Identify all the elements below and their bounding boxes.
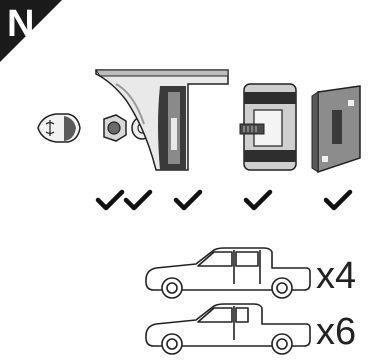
pickup-truck-icon <box>142 300 312 358</box>
checkmark-icon <box>176 192 200 208</box>
plug-cap-icon <box>38 114 80 142</box>
clamp-block-icon <box>240 84 296 170</box>
checkmark-icon <box>326 192 350 208</box>
checkmark-icon <box>126 192 150 208</box>
multiplier-truck-b: x6 <box>316 312 356 352</box>
checkmark-icon <box>98 192 122 208</box>
nut-icon <box>104 115 126 141</box>
parts-illustration <box>0 0 368 220</box>
multiplier-truck-a: x4 <box>316 256 356 296</box>
box-plate-icon <box>312 86 360 172</box>
pickup-truck-icon <box>142 244 312 302</box>
checkmark-icon <box>246 192 270 208</box>
